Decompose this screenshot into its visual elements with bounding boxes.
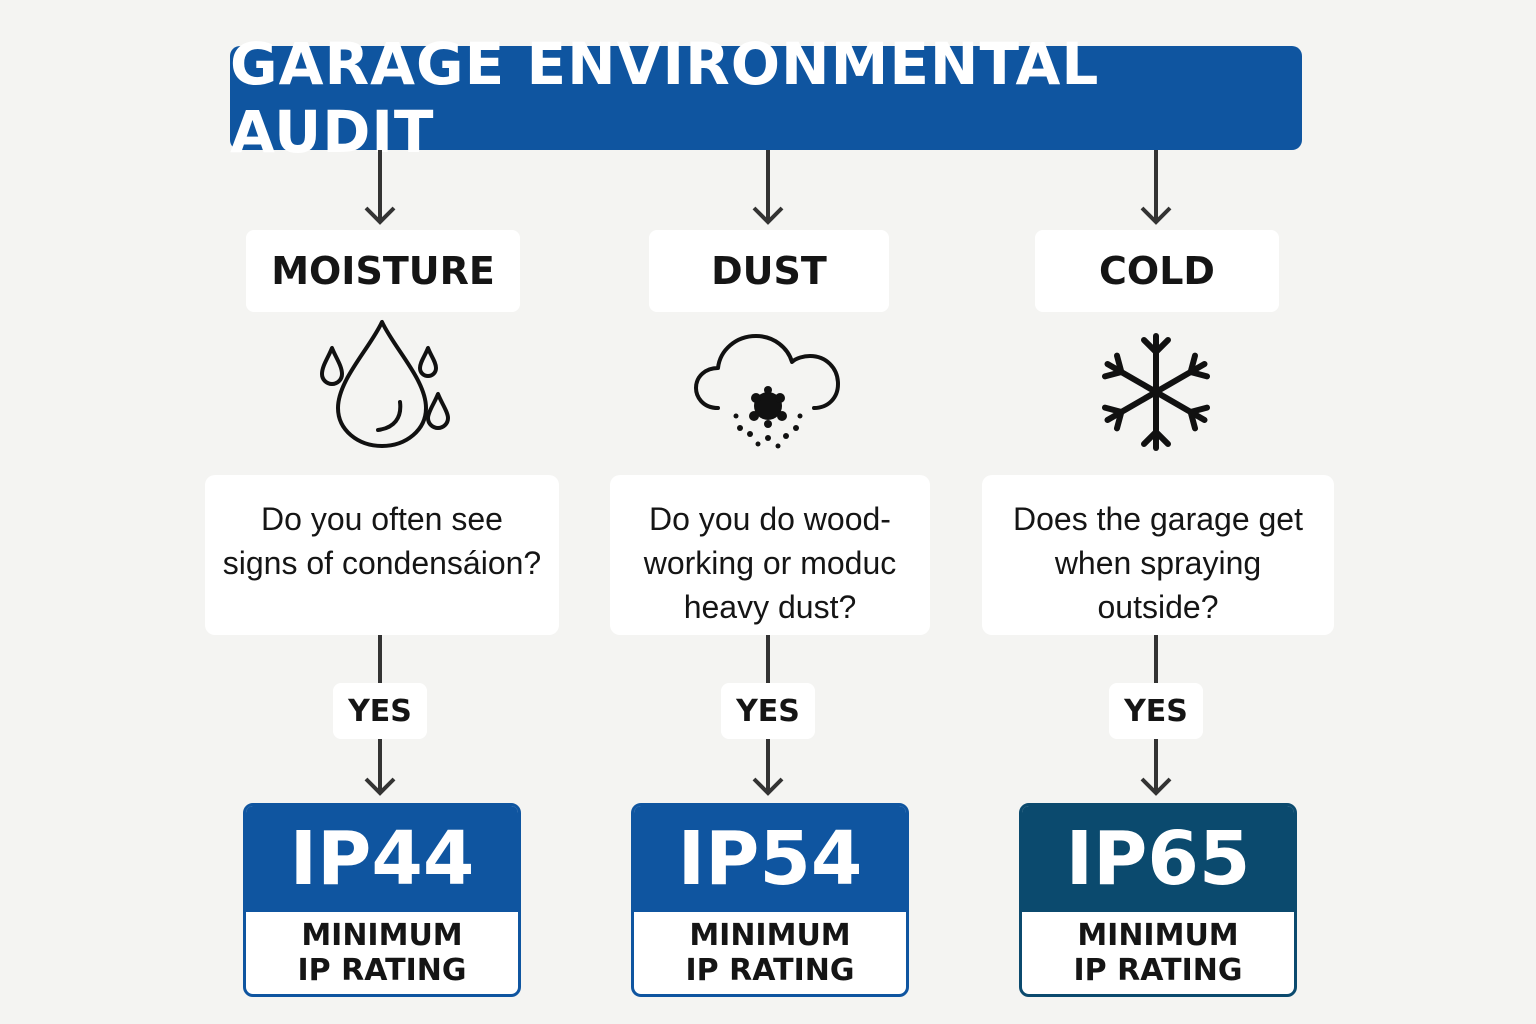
diagram-title: GARAGE ENVIRONMENTAL AUDIT [230,30,1100,166]
arrow-down-icon [752,739,784,796]
dust-cloud-icon [694,334,840,449]
rating-caption-line2: IP RATING [685,953,855,988]
answer-label: YES [1124,693,1188,729]
arrow-down-icon [752,150,784,225]
question-text: Do you often see signs of condensáion? [222,501,542,581]
snowflake-icon [1101,333,1211,451]
category-dust: DUST [649,230,889,312]
category-label: MOISTURE [271,249,495,293]
rating-card-ip65: IP65 MINIMUM IP RATING [1019,803,1297,997]
arrow-down-icon [364,150,396,225]
connector-line [766,635,770,683]
connector-line [1154,635,1158,683]
category-moisture: MOISTURE [246,230,520,312]
rating-caption-line2: IP RATING [1073,953,1243,988]
category-label: DUST [711,249,827,293]
rating-card-ip44: IP44 MINIMUM IP RATING [243,803,521,997]
answer-yes-cold: YES [1109,683,1203,739]
arrow-down-icon [364,739,396,796]
rating-value: IP54 [634,806,906,912]
title-banner: GARAGE ENVIRONMENTAL AUDIT [230,30,1302,166]
connector-line [378,635,382,683]
answer-yes-moisture: YES [333,683,427,739]
question-text: Do you do wood- working or moduc heavy d… [643,501,897,625]
rating-value: IP44 [246,806,518,912]
rating-caption-line1: MINIMUM [689,918,851,953]
question-dust: Do you do wood- working or moduc heavy d… [610,475,930,635]
rating-caption-line2: IP RATING [297,953,467,988]
question-moisture: Do you often see signs of condensáion? [205,475,559,635]
category-label: COLD [1099,249,1215,293]
arrow-down-icon [1140,739,1172,796]
rating-caption: MINIMUM IP RATING [246,912,518,994]
answer-yes-dust: YES [721,683,815,739]
arrow-down-icon [1140,150,1172,225]
rating-card-ip54: IP54 MINIMUM IP RATING [631,803,909,997]
category-cold: COLD [1035,230,1279,312]
rating-value: IP65 [1022,806,1294,912]
water-drops-icon [320,320,450,448]
question-cold: Does the garage get when spraying outsid… [982,475,1334,635]
rating-caption-line1: MINIMUM [301,918,463,953]
rating-caption: MINIMUM IP RATING [1022,912,1294,994]
rating-caption: MINIMUM IP RATING [634,912,906,994]
answer-label: YES [736,693,800,729]
rating-caption-line1: MINIMUM [1077,918,1239,953]
answer-label: YES [348,693,412,729]
question-text: Does the garage get when spraying outsid… [1013,501,1303,625]
